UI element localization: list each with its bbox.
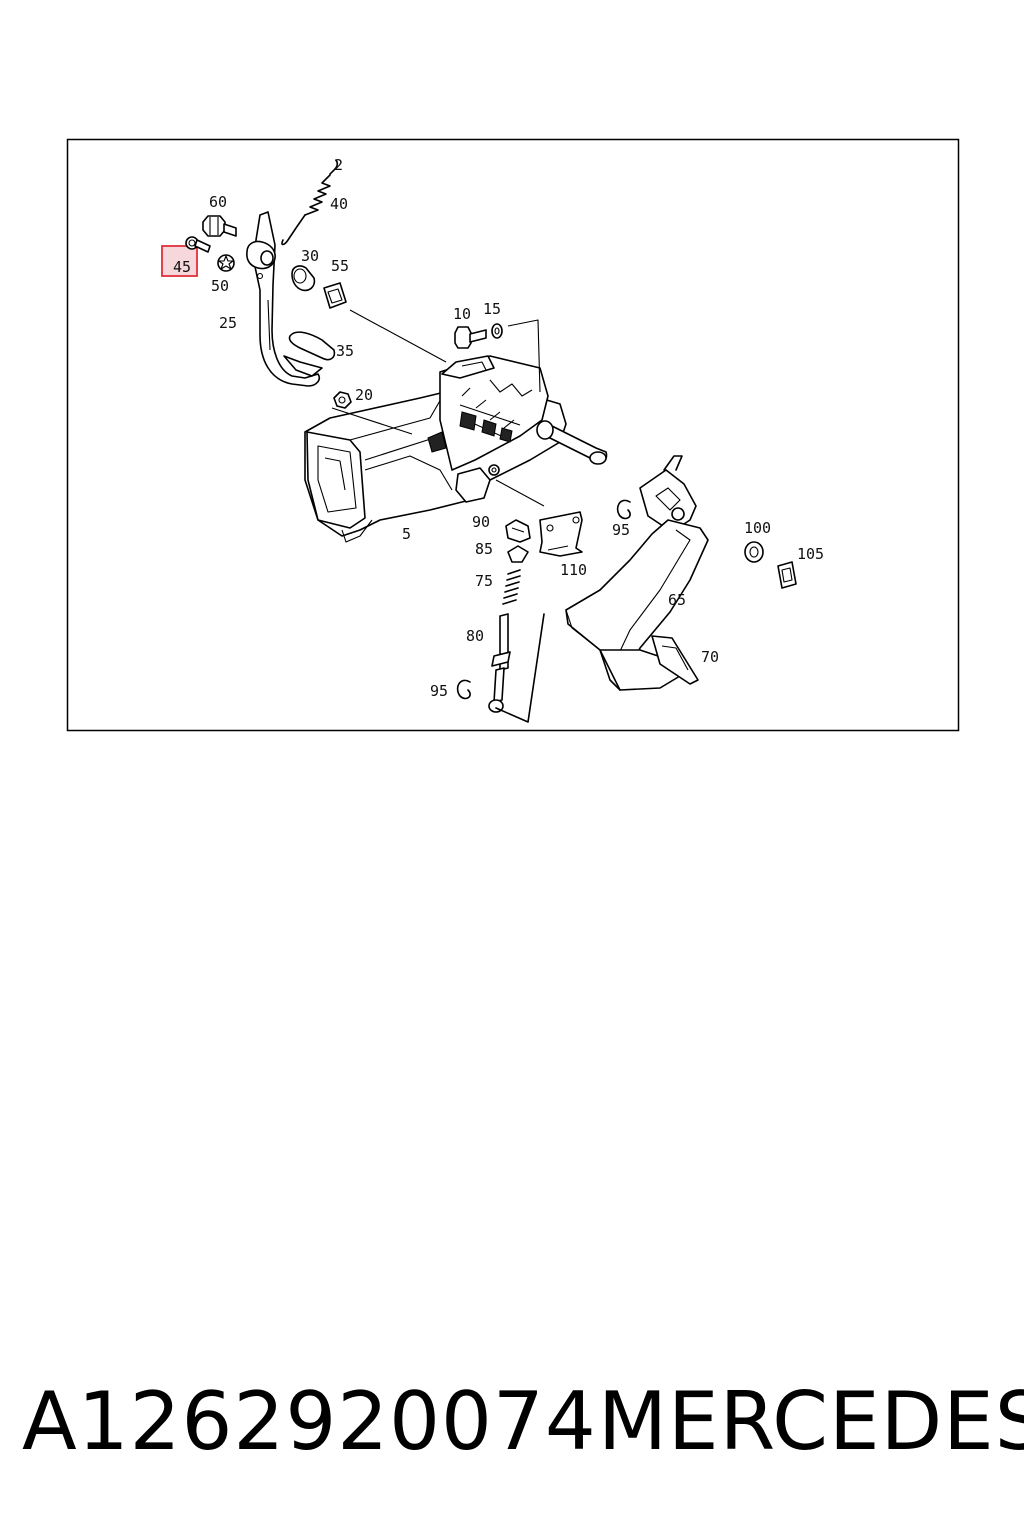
label-5: 5 xyxy=(402,525,411,543)
switch-90 xyxy=(505,519,531,543)
highlight-box xyxy=(161,245,198,277)
circlip-95a xyxy=(616,499,631,520)
label-95-upper: 95 xyxy=(612,521,630,539)
label-95-lower: 95 xyxy=(430,682,448,700)
label-10: 10 xyxy=(453,305,471,323)
clip-55 xyxy=(323,282,347,309)
clip-105 xyxy=(777,561,797,589)
plate-110 xyxy=(539,511,583,557)
label-85: 85 xyxy=(475,540,493,558)
pad-35 xyxy=(283,331,336,377)
label-100: 100 xyxy=(744,519,771,537)
circlip-95b xyxy=(456,679,471,700)
bolt-10 xyxy=(454,326,487,349)
brand-name: MERCEDES xyxy=(598,1375,1024,1468)
label-45: 45 xyxy=(173,258,191,276)
label-70: 70 xyxy=(701,648,719,666)
washer-15 xyxy=(491,323,503,339)
lever-25 xyxy=(246,211,321,387)
label-90: 90 xyxy=(472,513,490,531)
label-25: 25 xyxy=(219,314,237,332)
label-110: 110 xyxy=(560,561,587,579)
label-30: 30 xyxy=(301,247,319,265)
spring-75 xyxy=(502,569,521,605)
label-40: 40 xyxy=(330,195,348,213)
label-35: 35 xyxy=(336,342,354,360)
spring-40 xyxy=(281,159,339,246)
label-55: 55 xyxy=(331,257,349,275)
bushing-30 xyxy=(291,265,316,292)
leader-lines xyxy=(331,309,545,507)
washer-100 xyxy=(744,541,764,563)
pedal-65 xyxy=(565,455,709,691)
label-60: 60 xyxy=(209,193,227,211)
nut-20 xyxy=(333,391,352,409)
label-2: 2 xyxy=(334,156,343,174)
label-20: 20 xyxy=(355,386,373,404)
caption: A1262920074 MERCEDES xyxy=(0,1372,1024,1472)
pedal-assembly-diagram: 2 40 60 45 50 30 55 25 35 10 15 20 5 90 … xyxy=(66,138,960,732)
label-105: 105 xyxy=(797,545,824,563)
bolt-60 xyxy=(202,215,237,237)
label-65: 65 xyxy=(668,591,686,609)
plunger-85 xyxy=(507,545,529,563)
bolt-45 xyxy=(185,236,211,253)
label-50: 50 xyxy=(211,277,229,295)
rod-80 xyxy=(488,613,545,723)
label-75: 75 xyxy=(475,572,493,590)
callout-labels: 2 40 60 45 50 30 55 25 35 10 15 20 5 90 … xyxy=(173,156,824,700)
pad-70 xyxy=(651,635,699,685)
label-15: 15 xyxy=(483,300,501,318)
part-number: A1262920074 xyxy=(22,1375,597,1468)
star-washer-50 xyxy=(217,254,235,272)
bracket-5 xyxy=(304,355,608,543)
label-80: 80 xyxy=(466,627,484,645)
diagram-frame xyxy=(66,138,960,732)
